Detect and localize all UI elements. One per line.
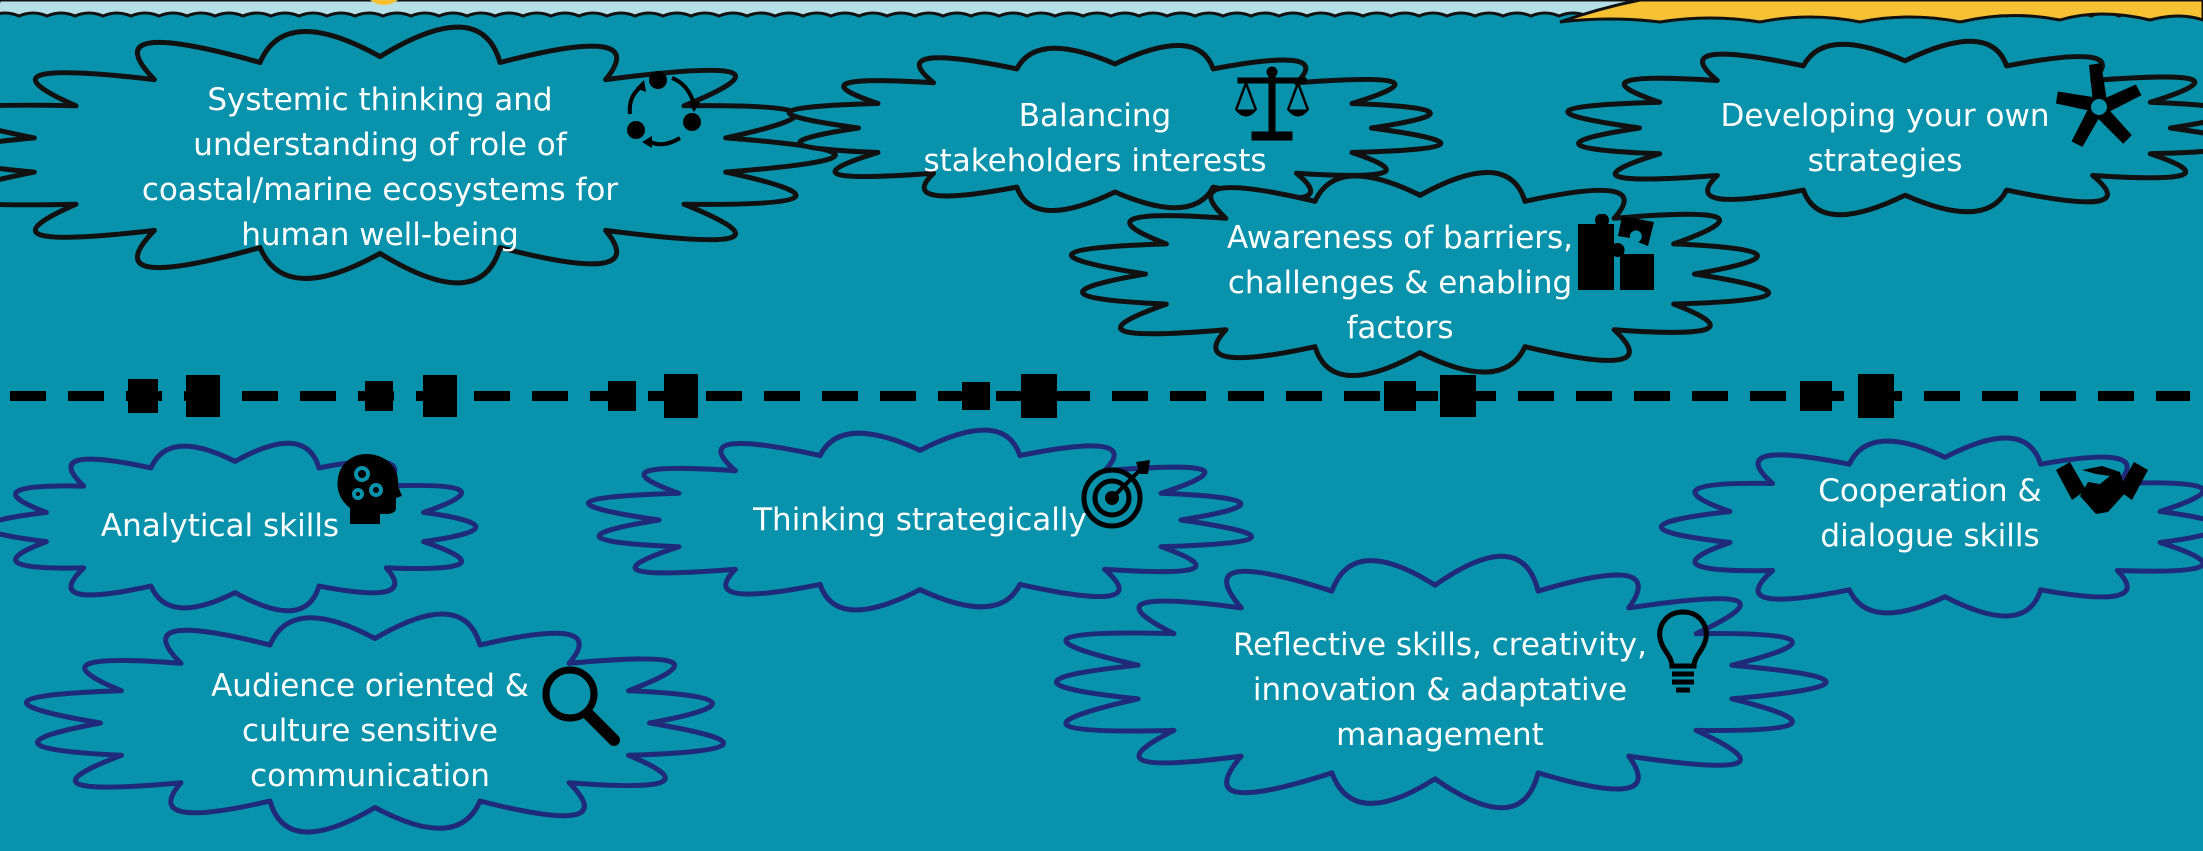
cloud-label-balancing-interests: Balancing stakeholders interests: [923, 98, 1267, 179]
divider-block: [128, 379, 158, 413]
head-gears-icon: [337, 454, 402, 524]
sun-glow: [1559, 0, 2203, 24]
surface-band: [0, 0, 2203, 24]
cloud-audience-communication: [24, 611, 726, 835]
divider-block: [664, 374, 698, 418]
cloud-label-analytical-skills: Analytical skills: [100, 508, 340, 544]
cloud-systemic-thinking: [0, 24, 838, 286]
team-hands-icon: [2055, 63, 2142, 147]
divider-block: [186, 375, 220, 417]
cloud-reflective-skills: [1053, 553, 1829, 811]
divider-block: [1021, 374, 1057, 418]
divider-block: [962, 382, 990, 410]
lightbulb-icon: [1657, 609, 1709, 693]
divider-block: [608, 381, 636, 411]
scales-icon: [1234, 66, 1310, 141]
divider-block: [1384, 381, 1416, 411]
cloud-label-own-strategies: Developing your own strategies: [1720, 98, 2050, 179]
cloud-label-cooperation: Cooperation & dialogue skills: [1818, 473, 2042, 554]
cloud-label-reflective-skills: Reflective skills, creativity, innovatio…: [1233, 627, 1647, 753]
cloud-balancing-interests: [786, 43, 1444, 213]
cloud-label-thinking-strategically: Thinking strategically: [753, 502, 1087, 538]
cloud-label-barriers: Awareness of barriers, challenges & enab…: [1226, 220, 1574, 346]
cloud-layer: [0, 24, 2203, 835]
puzzle-icon: [1578, 214, 1654, 290]
divider-block: [365, 381, 393, 411]
divider-block: [1858, 374, 1894, 418]
target-icon: [1081, 460, 1150, 529]
divider-block: [1440, 375, 1476, 417]
magnifier-icon: [542, 666, 620, 746]
sun-glint: [370, 0, 398, 5]
handshake-icon: [2056, 462, 2148, 514]
cloud-label-audience-communication: Audience oriented & culture sensitive co…: [211, 668, 529, 794]
divider-line: [10, 374, 2190, 418]
cloud-thinking-strategically: [586, 427, 1254, 613]
divider-block: [1800, 381, 1832, 411]
cloud-own-strategies: [1565, 38, 2203, 218]
cloud-label-systemic-thinking: Systemic thinking and understanding of r…: [141, 82, 619, 253]
cloud-barriers: [1069, 170, 1771, 378]
divider-block: [423, 375, 457, 417]
cycle-icon: [627, 71, 701, 148]
